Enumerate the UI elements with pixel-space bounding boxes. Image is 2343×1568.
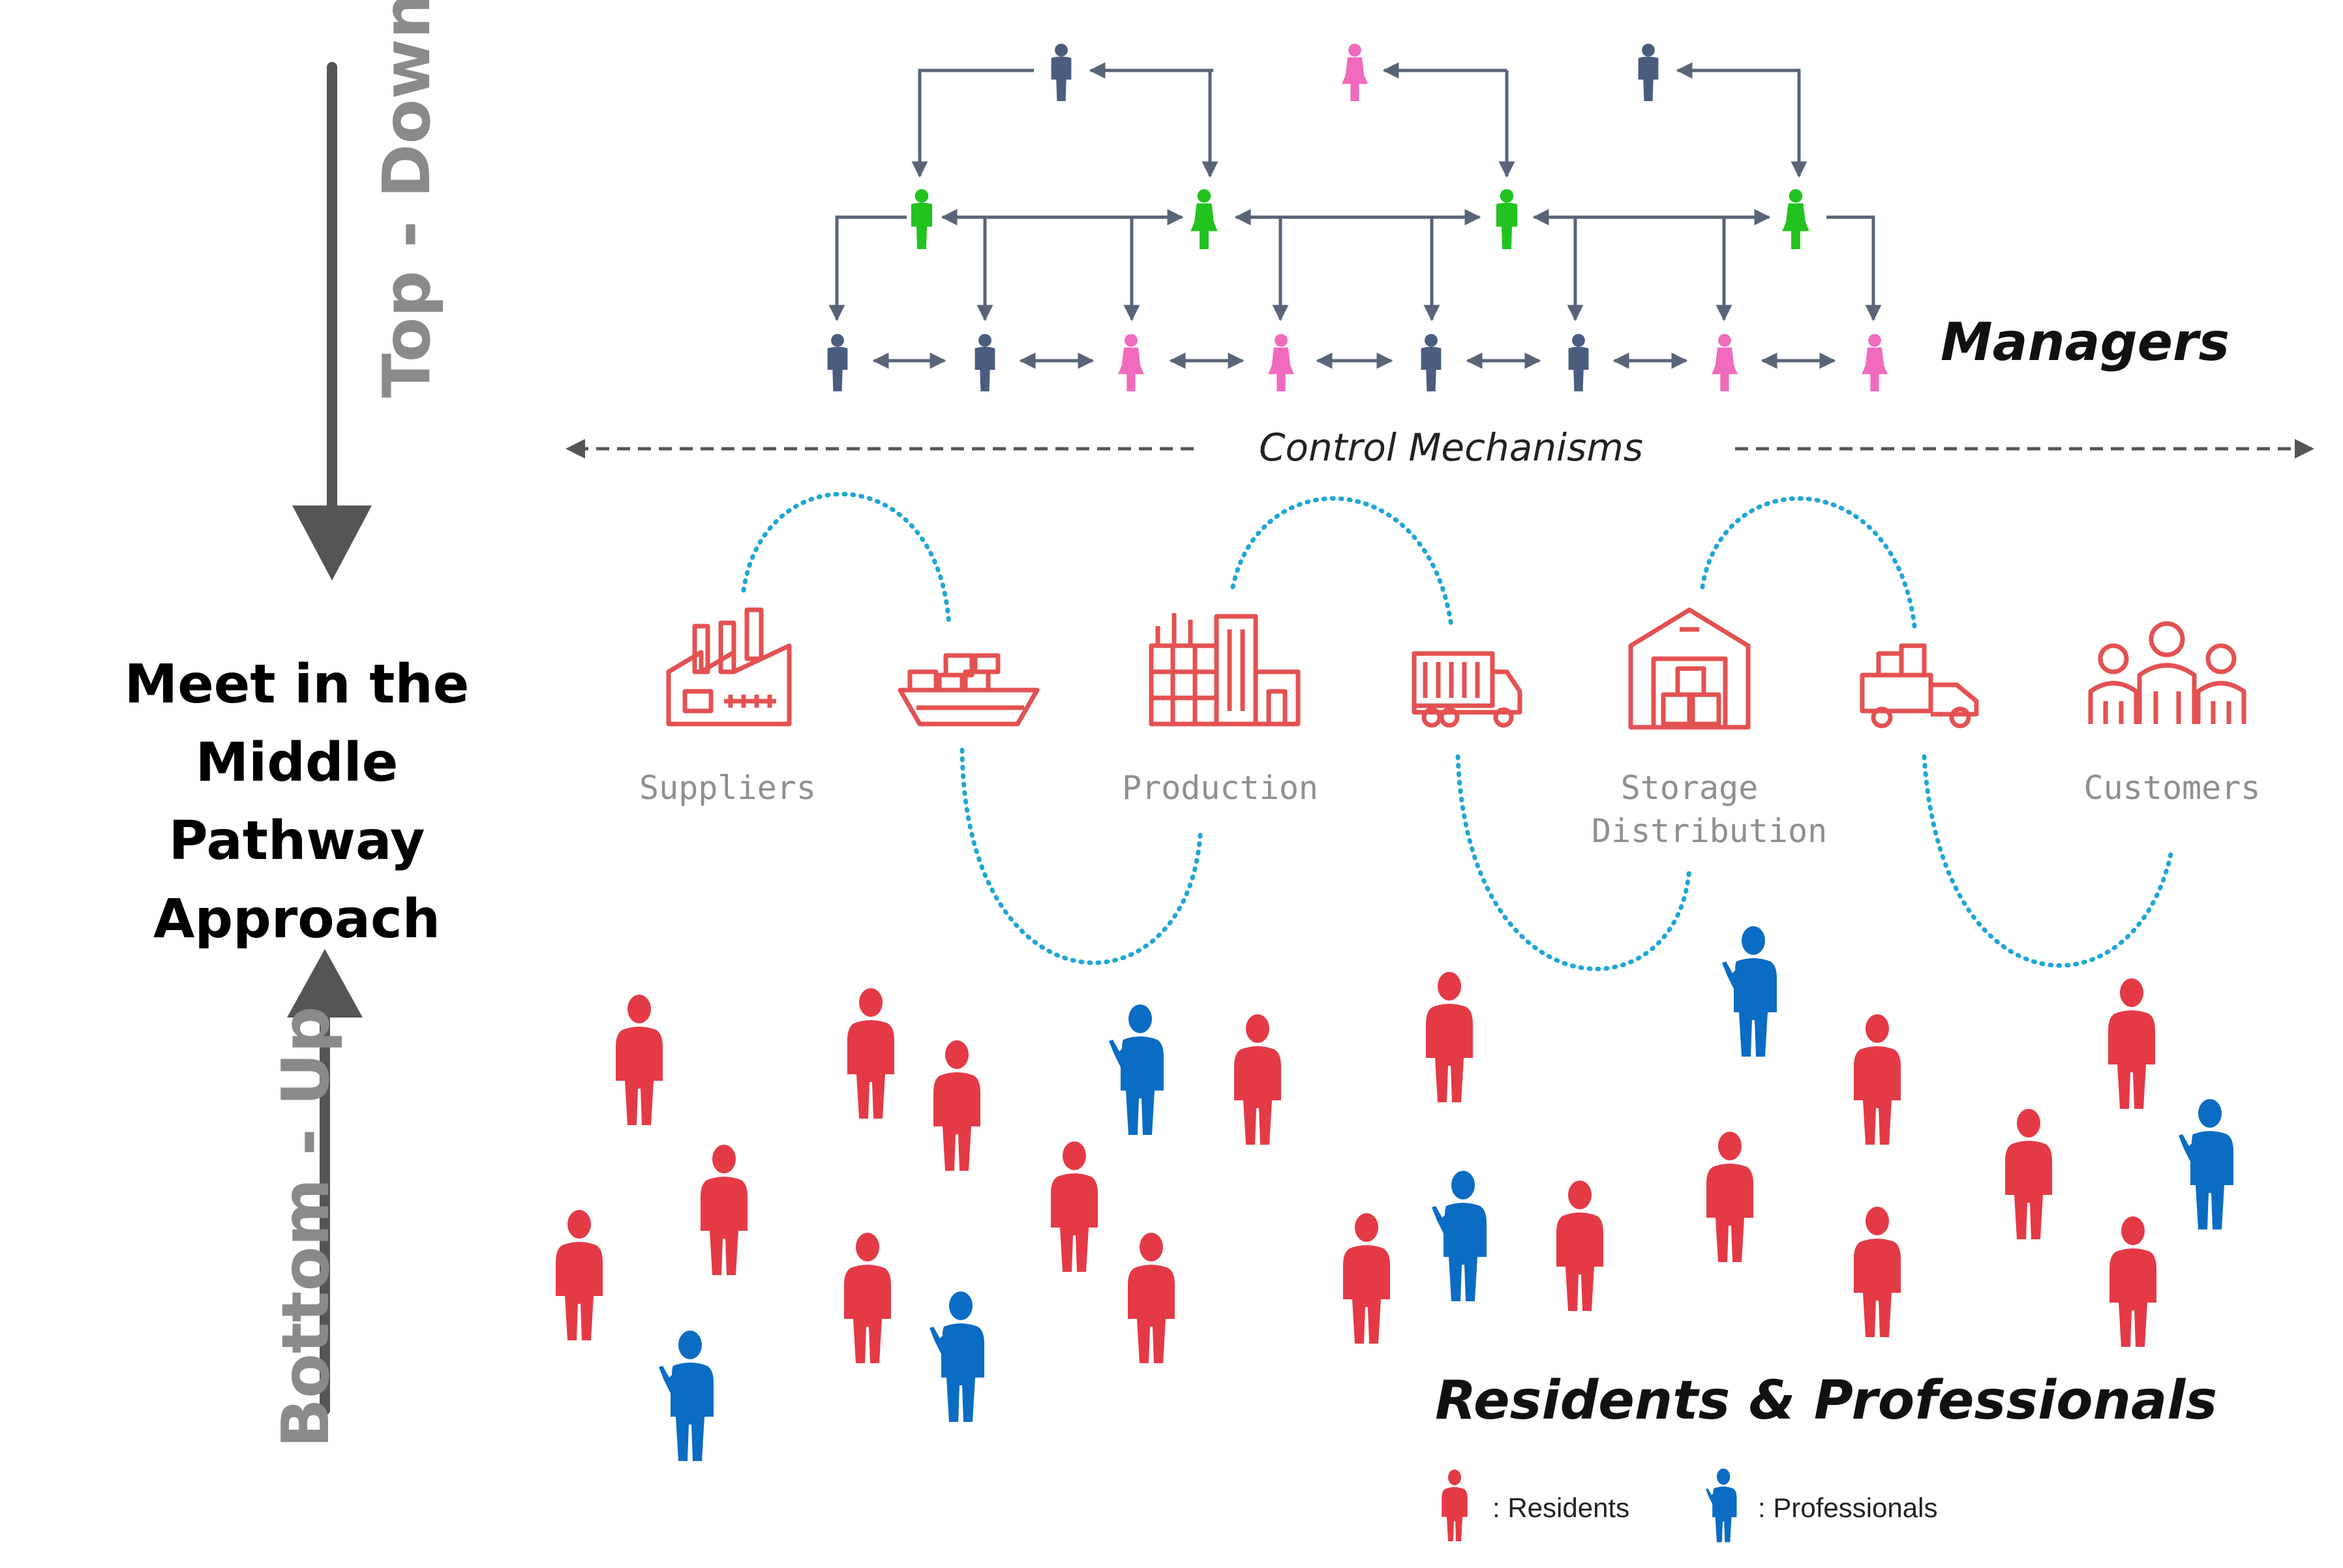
delivery-truck-icon (1860, 643, 1979, 729)
resident-figure (2005, 1109, 2052, 1239)
manager-figure (1421, 334, 1442, 391)
manager-figure (911, 189, 933, 249)
cargo-ship-icon (898, 653, 1040, 727)
professional-figure (1109, 1004, 1164, 1135)
middle-title-line-3: Approach (153, 888, 440, 950)
manager-figure (1568, 334, 1589, 391)
customers-group-icon (2088, 621, 2246, 724)
suppliers-label: Suppliers (639, 769, 816, 807)
manager-row-bottom (827, 334, 1888, 391)
managers-label: Managers (1941, 312, 2230, 372)
resident-figure (701, 1145, 748, 1275)
manager-figure (1118, 334, 1144, 391)
top-down-label: Top - Down (369, 0, 445, 398)
manager-figure (1862, 334, 1888, 391)
resident-figure (1128, 1233, 1175, 1363)
manager-figure (1782, 189, 1809, 249)
professional-figure (1722, 926, 1777, 1057)
resident-figure (1854, 1207, 1901, 1337)
resident-figure (844, 1233, 891, 1363)
manager-row-middle (911, 189, 1809, 249)
manager-figure (1342, 44, 1368, 101)
bottom-up-arrow (287, 949, 363, 1415)
legend-resident-icon (1442, 1470, 1468, 1541)
customers-label: Customers (2083, 769, 2261, 807)
residents-crowd (556, 972, 2156, 1363)
resident-figure (1343, 1213, 1390, 1344)
manager-figure (1712, 334, 1738, 391)
resident-figure (1854, 1014, 1901, 1145)
production-building-icon (1149, 613, 1301, 727)
residents-professionals-title: Residents & Professionals (1435, 1370, 2218, 1432)
top-down-arrow (292, 62, 372, 580)
supply-chain-wave (741, 492, 2175, 971)
hierarchy-connectors (828, 62, 1882, 369)
resident-figure (933, 1040, 980, 1171)
resident-figure (2108, 978, 2155, 1109)
storage-label-line-2: Distribution (1592, 812, 1828, 850)
resident-figure (1051, 1141, 1098, 1272)
manager-row-top (1051, 44, 1659, 101)
manager-figure (975, 334, 995, 391)
control-mechanisms-label: Control Mechanisms (1259, 425, 1644, 470)
resident-figure (2109, 1216, 2156, 1347)
storage-label-line-1: Storage (1620, 769, 1759, 807)
professional-figure (2179, 1099, 2233, 1229)
legend-professional-icon (1706, 1468, 1737, 1543)
resident-figure (1426, 972, 1473, 1102)
professional-figure (1432, 1171, 1487, 1301)
middle-title-line-2: Pathway (168, 810, 425, 872)
resident-figure (556, 1210, 603, 1340)
factory-icon (666, 607, 792, 727)
legend-professionals-label: : Professionals (1758, 1492, 1938, 1523)
professional-figure (930, 1291, 984, 1422)
resident-figure (847, 988, 894, 1119)
middle-title-line-1: Meet in the Middle (124, 654, 470, 794)
warehouse-icon (1628, 607, 1751, 730)
manager-figure (1496, 189, 1518, 249)
manager-figure (1190, 189, 1218, 249)
resident-figure (1556, 1181, 1603, 1311)
resident-figure (1706, 1132, 1753, 1262)
meet-in-the-middle-title: Meet in the Middle Pathway Approach (20, 646, 574, 959)
storage-distribution-label: Storage Distribution (1592, 766, 1828, 852)
manager-figure (1638, 44, 1659, 101)
truck-icon (1412, 651, 1522, 728)
production-label: Production (1122, 769, 1319, 807)
resident-figure (616, 995, 663, 1125)
resident-figure (1234, 1014, 1281, 1145)
manager-figure (1268, 334, 1294, 391)
manager-figure (1051, 44, 1072, 101)
manager-figure (827, 334, 848, 391)
professional-figure (659, 1331, 714, 1461)
bottom-up-label: Bottom - Up (267, 1006, 344, 1448)
legend-residents-label: : Residents (1492, 1492, 1630, 1523)
